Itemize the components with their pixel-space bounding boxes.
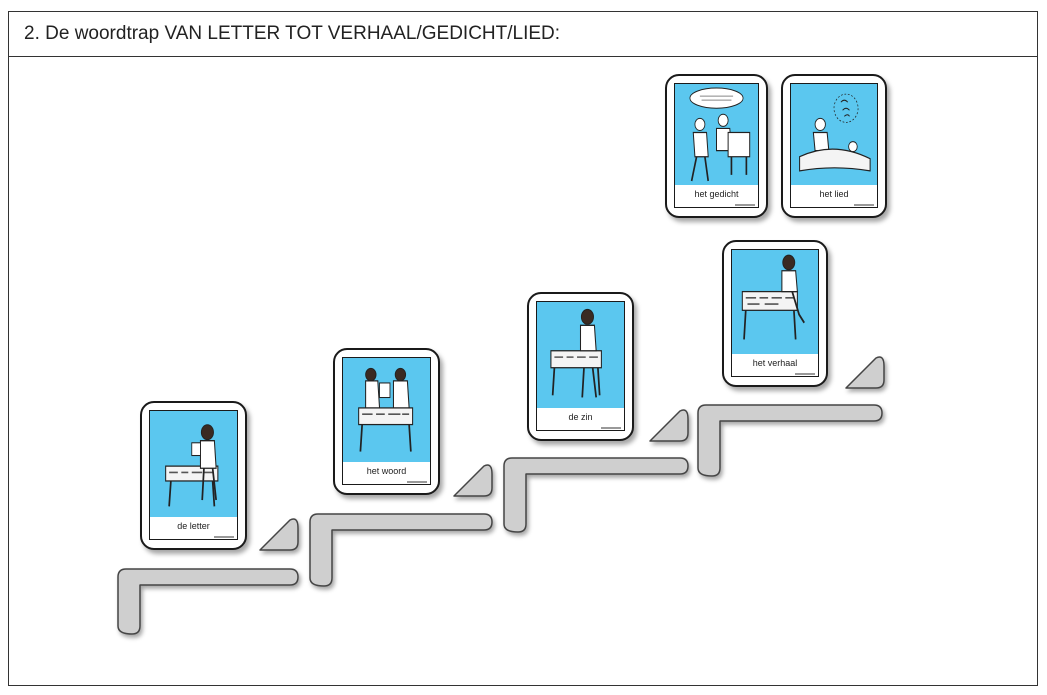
mother-singing-lullaby-icon [790, 83, 878, 186]
child-with-letter-cards-icon [149, 410, 238, 518]
heading-bar: 2. De woordtrap VAN LETTER TOT VERHAAL/G… [9, 12, 1037, 57]
children-with-word-cards-icon [342, 357, 431, 463]
card-het-verhaal: het verhaal [722, 240, 828, 387]
card-de-zin: de zin [527, 292, 634, 441]
card-credit-mark [214, 536, 234, 538]
card-credit-mark [854, 204, 874, 206]
card-credit-mark [407, 481, 427, 483]
card-de-letter: de letter [140, 401, 247, 550]
stair-corner-2 [453, 464, 493, 497]
stair-step-4 [697, 404, 883, 477]
card-label: de letter [149, 517, 238, 540]
card-label: het verhaal [731, 354, 819, 377]
stair-corner-3 [649, 409, 689, 442]
stair-step-1 [117, 568, 299, 635]
page-frame: 2. De woordtrap VAN LETTER TOT VERHAAL/G… [8, 11, 1038, 686]
stair-corner-1 [259, 518, 299, 551]
card-het-woord: het woord [333, 348, 440, 495]
card-label: het woord [342, 462, 431, 485]
stair-step-3 [503, 457, 689, 533]
stair-step-2 [309, 513, 493, 587]
card-label: het gedicht [674, 185, 759, 208]
page-title: 2. De woordtrap VAN LETTER TOT VERHAAL/G… [24, 23, 561, 44]
stair-corner-4 [845, 356, 885, 389]
card-credit-mark [601, 427, 621, 429]
child-telling-story-icon [731, 249, 819, 355]
child-building-sentence-icon [536, 301, 625, 409]
card-het-lied: het lied [781, 74, 887, 218]
card-label: de zin [536, 408, 625, 431]
card-credit-mark [735, 204, 755, 206]
card-het-gedicht: het gedicht [665, 74, 768, 218]
people-reciting-poem-icon [674, 83, 759, 186]
card-label: het lied [790, 185, 878, 208]
card-credit-mark [795, 373, 815, 375]
